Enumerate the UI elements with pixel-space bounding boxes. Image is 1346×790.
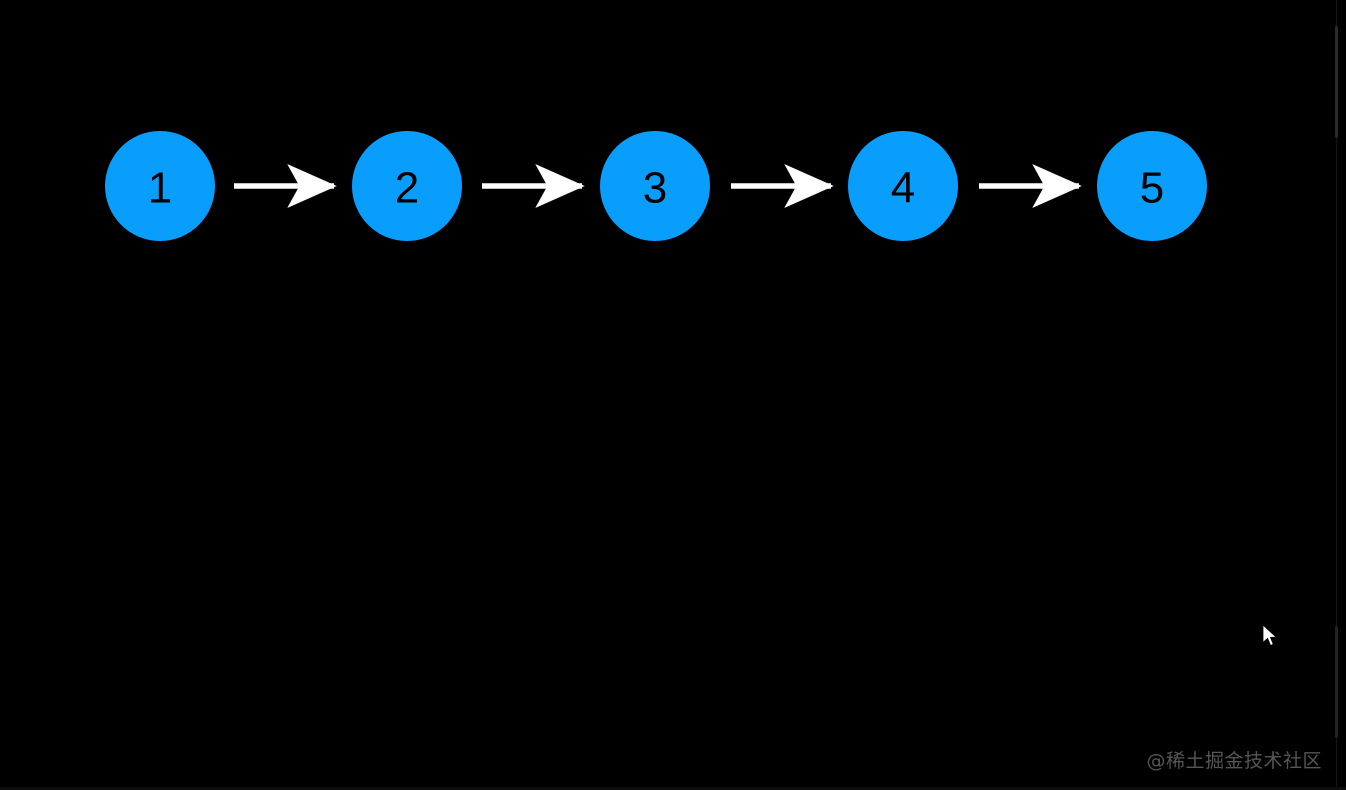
node-5-label: 5 [1140, 164, 1164, 213]
node-4-circle[interactable] [848, 131, 958, 241]
node-5[interactable]: 5 [1097, 131, 1207, 241]
window-bottom-strip [0, 787, 1346, 790]
window-right-edge-rule [1336, 0, 1337, 790]
node-3-circle[interactable] [600, 131, 710, 241]
node-4-label: 4 [891, 164, 915, 213]
node-2[interactable]: 2 [352, 131, 462, 241]
node-3-label: 3 [643, 164, 667, 213]
watermark-text: @稀土掘金技术社区 [1146, 750, 1322, 772]
vertical-scrollbar-thumb-lower[interactable] [1335, 626, 1338, 738]
node-3[interactable]: 3 [600, 131, 710, 241]
node-1[interactable]: 1 [105, 131, 215, 241]
node-4[interactable]: 4 [848, 131, 958, 241]
vertical-scrollbar-thumb[interactable] [1335, 26, 1338, 138]
node-1-label: 1 [148, 164, 172, 213]
node-5-circle[interactable] [1097, 131, 1207, 241]
node-1-circle[interactable] [105, 131, 215, 241]
node-2-label: 2 [395, 164, 419, 213]
node-2-circle[interactable] [352, 131, 462, 241]
